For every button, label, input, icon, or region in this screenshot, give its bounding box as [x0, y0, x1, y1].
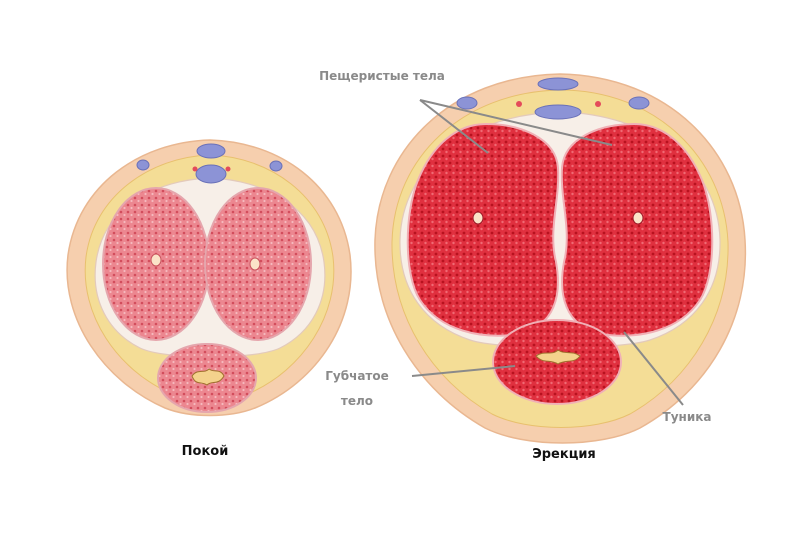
artery-left-erect [472, 211, 484, 225]
cavernous-body-left-erect [406, 122, 560, 337]
artery-right-erect [632, 211, 644, 225]
label-spongy-body-line2: тело [341, 394, 373, 408]
vein-small-right-erect [628, 96, 650, 110]
dorsal-artery-right-rest [225, 166, 231, 172]
leader-spongy [411, 365, 516, 377]
vein-small-left-rest [136, 159, 150, 171]
dorsal-vein-deep-rest [195, 164, 227, 184]
urethra-erect [535, 349, 581, 365]
label-rest: Покой [182, 444, 229, 459]
dorsal-vein-large-erect [537, 77, 579, 91]
leader-tunica [623, 331, 684, 406]
artery-right-rest [249, 257, 261, 271]
cavernous-body-right-erect [560, 122, 714, 337]
vein-small-left-erect [456, 96, 478, 110]
artery-left-rest [150, 253, 162, 267]
urethra-rest [191, 368, 225, 386]
dorsal-vein-deep-erect [534, 104, 582, 120]
penis-cross-section-rest [66, 139, 352, 417]
leader-cavernous-left [419, 99, 489, 154]
label-spongy-body-line1: Губчатое [325, 369, 389, 383]
dorsal-artery-left-erect [516, 101, 522, 107]
leader-cavernous-right [419, 99, 613, 146]
leader-lines [411, 99, 684, 406]
label-tunica: Туника [663, 410, 712, 424]
dorsal-artery-right-erect [595, 101, 601, 107]
dorsal-artery-left-rest [192, 166, 198, 172]
label-erection: Эрекция [532, 447, 596, 462]
dorsal-vein-large-rest [196, 143, 226, 159]
label-cavernous-bodies: Пещеристые тела [319, 69, 445, 83]
vein-small-right-rest [269, 160, 283, 172]
penis-cross-section-erection [374, 73, 747, 444]
